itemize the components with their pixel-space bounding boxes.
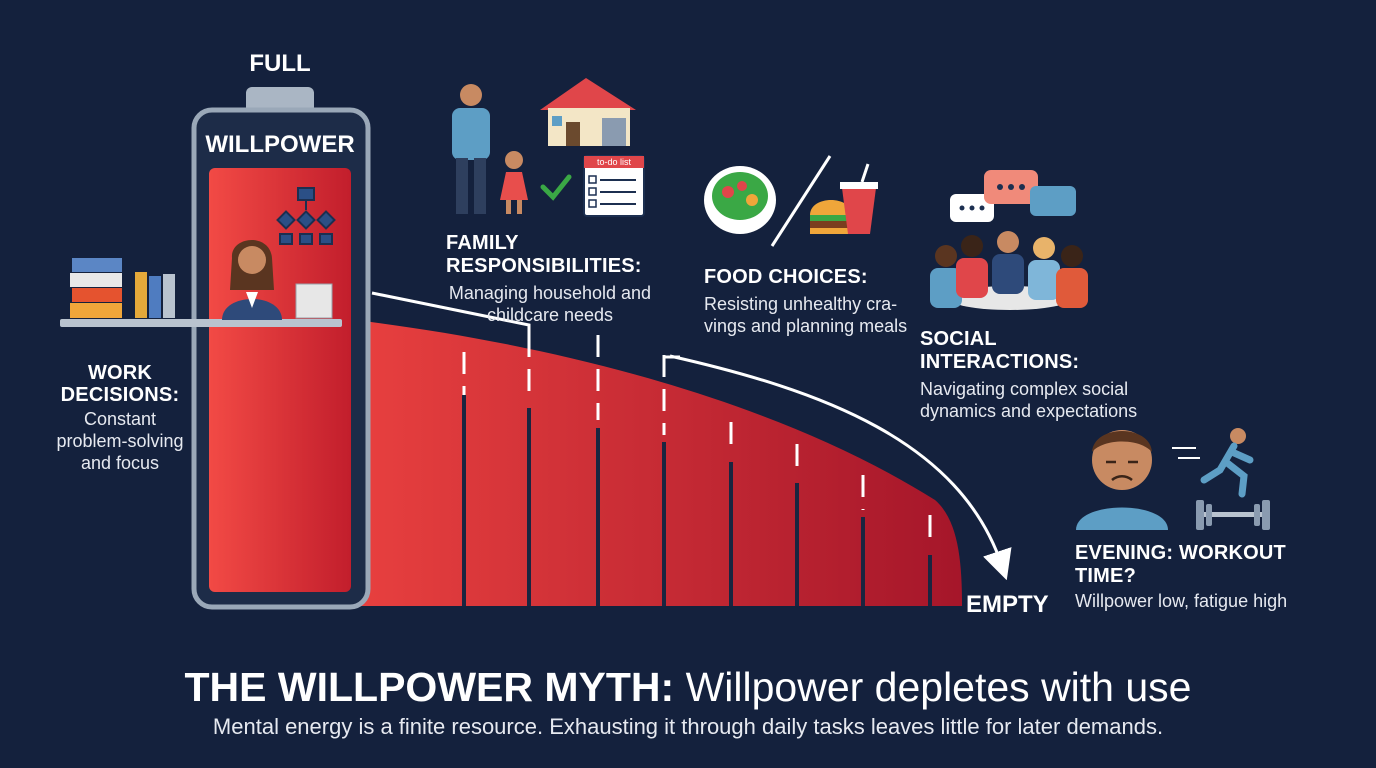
family-heading: FAMILY RESPONSIBILITIES:	[446, 232, 642, 277]
social-heading: SOCIAL INTERACTIONS:	[920, 328, 1080, 373]
arrow-icon	[669, 354, 1012, 581]
divider-slash	[770, 155, 832, 247]
salad-icon	[704, 166, 776, 234]
todo-list-icon: to-do list	[583, 155, 645, 217]
level-dashes	[462, 335, 932, 548]
org-chart-icon	[276, 187, 336, 245]
evening-block: EVENING: WORKOUT TIME? Willpower low, fa…	[1075, 542, 1345, 612]
footer-title-rest: Willpower depletes with use	[674, 664, 1192, 710]
house-icon	[540, 78, 636, 146]
full-label: FULL	[249, 50, 311, 77]
depletion-area	[355, 320, 962, 606]
evening-heading: EVENING: WORKOUT TIME?	[1075, 542, 1286, 587]
tired-person-icon	[1076, 430, 1168, 530]
social-description: Navigating complex social dynamics and e…	[920, 379, 1138, 421]
family-block: FAMILY RESPONSIBILITIES: Managing househ…	[446, 232, 686, 326]
work-description: Constant problem-solving and focus	[56, 409, 184, 473]
junk-food-icon	[810, 163, 878, 234]
battery-title: WILLPOWER	[205, 131, 355, 158]
social-block: SOCIAL INTERACTIONS: Navigating complex …	[920, 328, 1160, 422]
work-decisions-block: WORK DECISIONS: Constant problem-solving…	[40, 362, 200, 474]
footer-subtitle: Mental energy is a finite resource. Exha…	[212, 714, 1164, 739]
level-bars	[462, 395, 932, 606]
evening-description: Willpower low, fatigue high	[1075, 591, 1288, 611]
family-icon	[452, 84, 528, 214]
family-description: Managing household and childcare needs	[448, 283, 652, 325]
dumbbell-icon	[1196, 500, 1270, 530]
family-pointer	[371, 291, 531, 342]
speech-bubbles-icon	[950, 170, 1076, 222]
binders-icon	[60, 258, 342, 327]
food-description: Resisting unhealthy cra- vings and plann…	[704, 294, 908, 336]
food-heading: FOOD CHOICES:	[704, 266, 868, 288]
todo-list-label: to-do list	[597, 157, 632, 167]
runner-icon	[1172, 428, 1254, 498]
footer-title: THE WILLPOWER MYTH: Willpower depletes w…	[0, 664, 1376, 711]
meeting-icon	[930, 231, 1088, 310]
footer-title-bold: THE WILLPOWER MYTH:	[184, 664, 675, 710]
office-worker-icon	[222, 239, 333, 320]
battery	[191, 87, 371, 610]
empty-label: EMPTY	[966, 591, 1049, 618]
checkmark-icon	[540, 174, 572, 201]
work-heading: WORK DECISIONS:	[60, 362, 180, 406]
food-block: FOOD CHOICES: Resisting unhealthy cra- v…	[704, 266, 914, 337]
